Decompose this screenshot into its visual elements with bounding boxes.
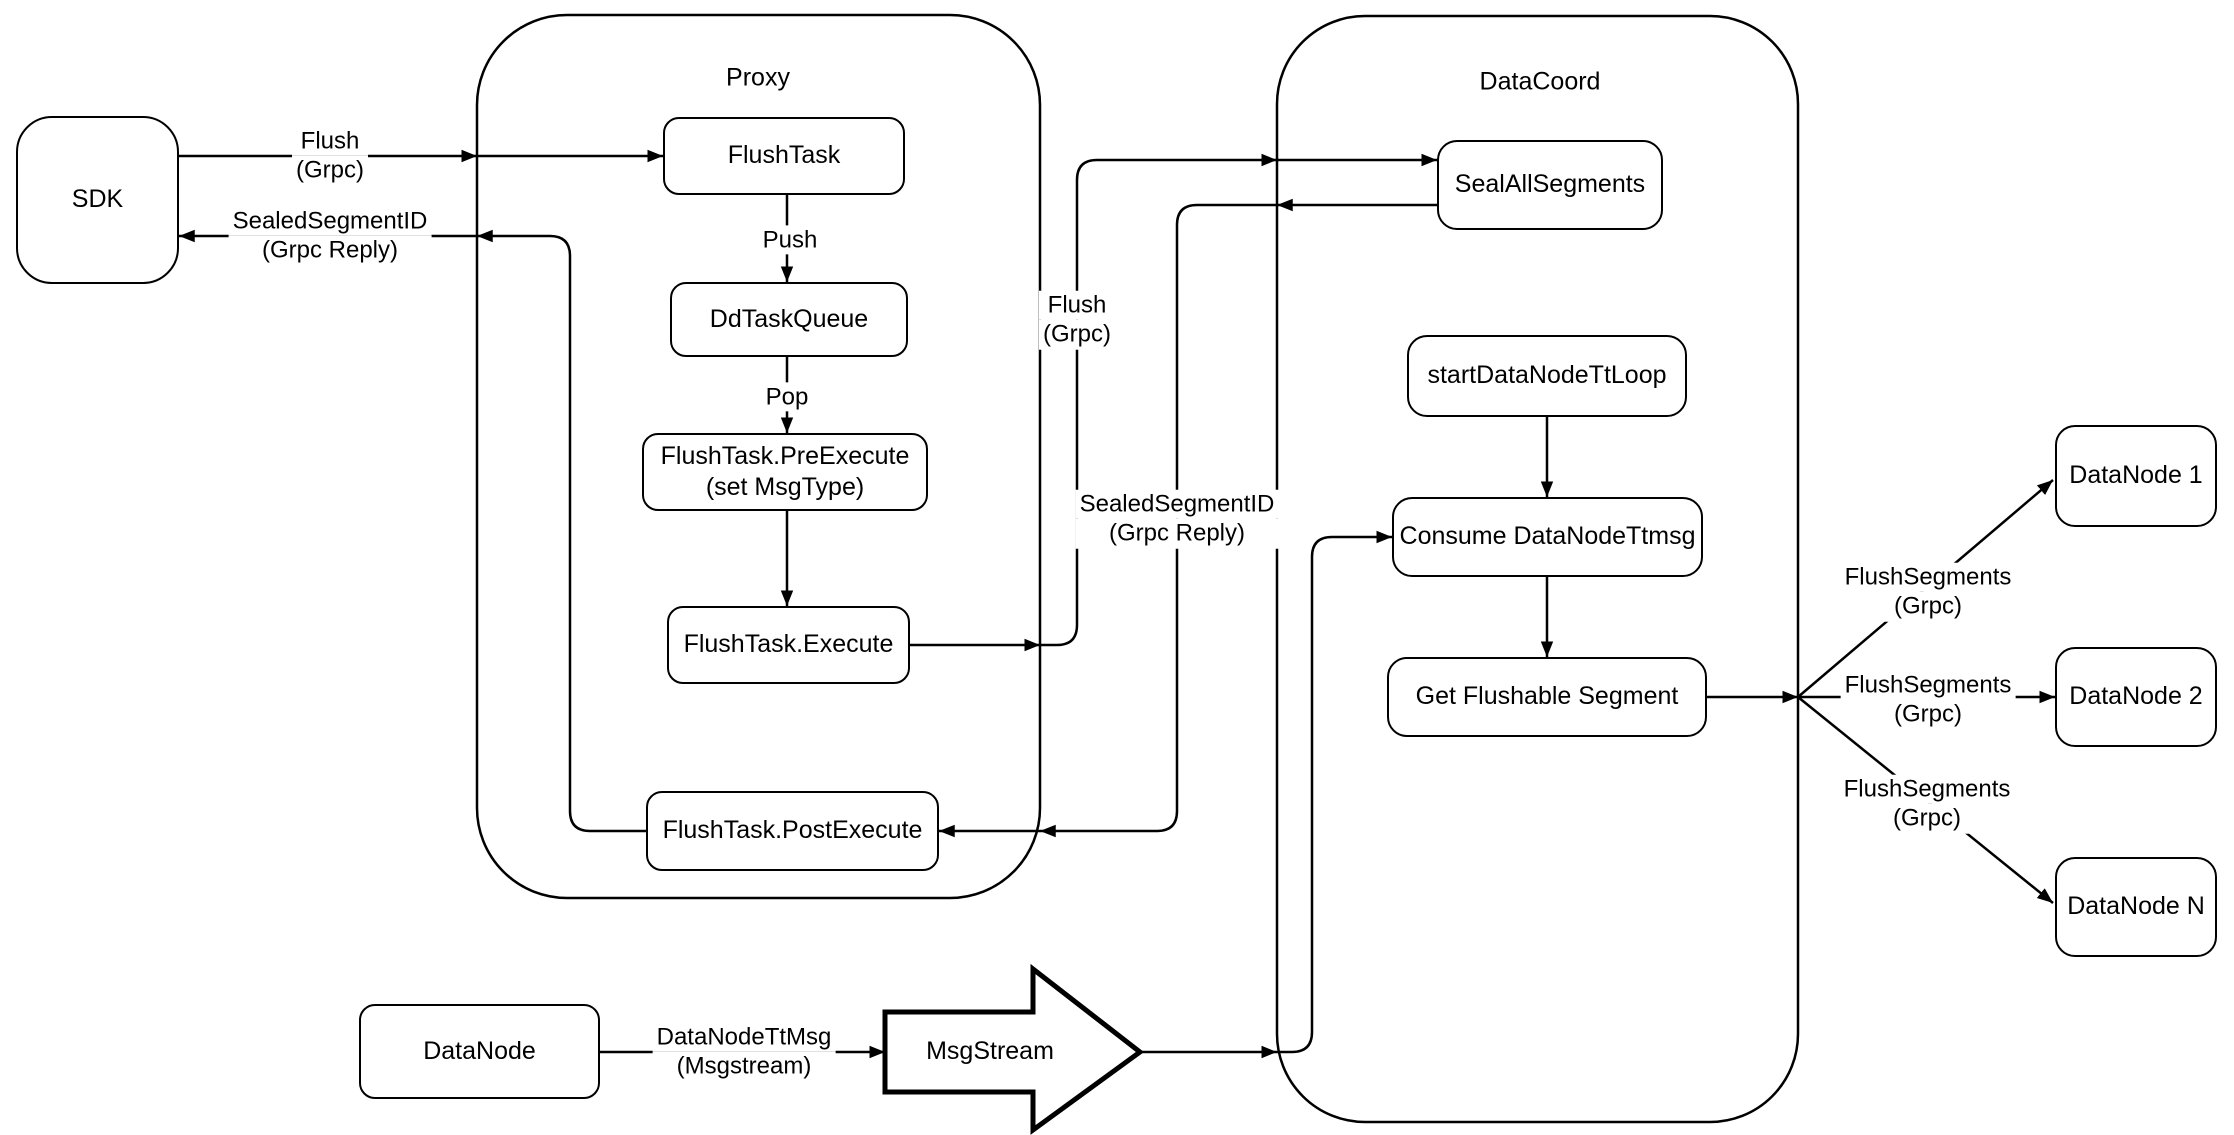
proxy-container [475,13,1042,900]
node-flushtask-label: FlushTask [727,141,841,170]
node-preexecute-line1: FlushTask.PreExecute [660,441,910,470]
edge-label-sealedsegmentid-mid: SealedSegmentID (Grpc Reply) [1075,489,1279,549]
edge-label-push: Push [758,225,822,255]
node-datanode: DataNode [359,1004,600,1099]
node-datanode1-label: DataNode 1 [2069,461,2203,490]
node-datanode2-label: DataNode 2 [2069,682,2203,711]
proxy-title: Proxy [726,63,790,92]
node-ddtaskqueue: DdTaskQueue [670,282,908,357]
datacoord-title: DataCoord [1479,67,1601,96]
node-datanoden: DataNode N [2055,857,2217,957]
edge-label-flushsegments-3: FlushSegments (Grpc) [1839,774,2015,834]
datacoord-container [1275,14,1800,1124]
node-execute: FlushTask.Execute [667,606,910,684]
edge-msgstream-to-consume [1277,530,1392,1054]
node-postexecute: FlushTask.PostExecute [646,791,939,871]
node-sdk-label: SDK [71,185,124,214]
edge-label-flushsegments-1: FlushSegments (Grpc) [1840,562,2016,622]
node-sealallsegments-label: SealAllSegments [1454,170,1646,199]
node-ddtaskqueue-label: DdTaskQueue [709,304,869,333]
node-datanode2: DataNode 2 [2055,647,2217,747]
edge-postexecute-to-proxy-edge [477,229,646,833]
edge-label-flushsegments-2: FlushSegments (Grpc) [1840,670,2016,730]
node-flushtask: FlushTask [663,117,905,195]
edge-label-sealedsegmentid-sdk: SealedSegmentID (Grpc Reply) [228,206,432,266]
edge-flush-to-datacoord-edge [1040,153,1277,647]
node-startdatanodettloop: startDataNodeTtLoop [1407,335,1687,417]
node-preexecute: FlushTask.PreExecute (set MsgType) [642,433,928,511]
node-consumedatanodettmsg-label: Consume DataNodeTtmsg [1399,522,1696,551]
node-datanode1: DataNode 1 [2055,425,2217,527]
node-sdk: SDK [16,116,179,284]
edge-label-pop: Pop [761,382,813,412]
node-preexecute-line2: (set MsgType) [705,473,865,501]
node-consumedatanodettmsg: Consume DataNodeTtmsg [1392,497,1703,577]
edge-label-flush-mid: Flush (Grpc) [1039,290,1115,350]
edge-label-flush-sdk: Flush (Grpc) [292,126,368,186]
edge-label-datanodettmsg: DataNodeTtMsg (Msgstream) [652,1022,836,1082]
node-datanode-label: DataNode [423,1036,536,1065]
node-getflushablesegment-label: Get Flushable Segment [1415,682,1679,711]
node-getflushablesegment: Get Flushable Segment [1387,657,1707,737]
node-startdatanodettloop-label: startDataNodeTtLoop [1427,361,1667,390]
msgstream-arrow-shape [882,963,1145,1135]
node-sealallsegments: SealAllSegments [1437,140,1663,230]
node-datanoden-label: DataNode N [2067,892,2205,921]
msgstream-label: MsgStream [926,1036,1054,1065]
node-execute-label: FlushTask.Execute [683,630,894,659]
node-postexecute-label: FlushTask.PostExecute [662,816,923,845]
